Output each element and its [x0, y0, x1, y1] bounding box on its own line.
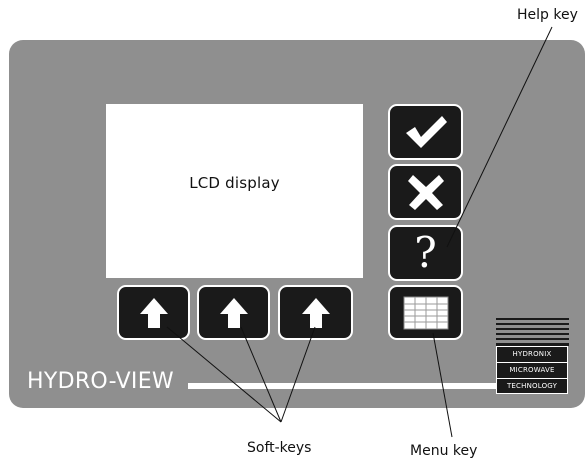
- logo-stripes: [496, 318, 569, 346]
- help-button[interactable]: ?: [388, 225, 463, 281]
- menu-key-callout: Menu key: [410, 443, 478, 459]
- logo-line: HYDRONIX: [497, 347, 567, 363]
- accept-button[interactable]: [388, 104, 463, 160]
- logo-line: MICROWAVE: [497, 363, 567, 379]
- brand-name: HYDRO-VIEW: [27, 369, 174, 394]
- cancel-button[interactable]: [388, 164, 463, 220]
- soft-key-3[interactable]: [278, 285, 353, 340]
- arrow-up-icon: [219, 297, 248, 328]
- help-key-callout: Help key: [517, 7, 578, 23]
- arrow-up-icon: [139, 297, 168, 328]
- grid-icon: [403, 296, 448, 329]
- lcd-display: LCD display: [106, 104, 363, 278]
- brand-underline: [188, 383, 496, 389]
- lcd-display-label: LCD display: [189, 174, 280, 192]
- manufacturer-logo: HYDRONIX MICROWAVE TECHNOLOGY: [496, 346, 568, 394]
- x-icon: [407, 175, 444, 210]
- soft-keys-callout: Soft-keys: [247, 440, 312, 456]
- menu-button[interactable]: [388, 285, 463, 340]
- arrow-up-icon: [301, 297, 330, 328]
- soft-key-1[interactable]: [117, 285, 190, 340]
- soft-key-2[interactable]: [197, 285, 270, 340]
- check-icon: [405, 116, 447, 148]
- question-icon: ?: [414, 228, 437, 277]
- logo-line: TECHNOLOGY: [506, 382, 558, 390]
